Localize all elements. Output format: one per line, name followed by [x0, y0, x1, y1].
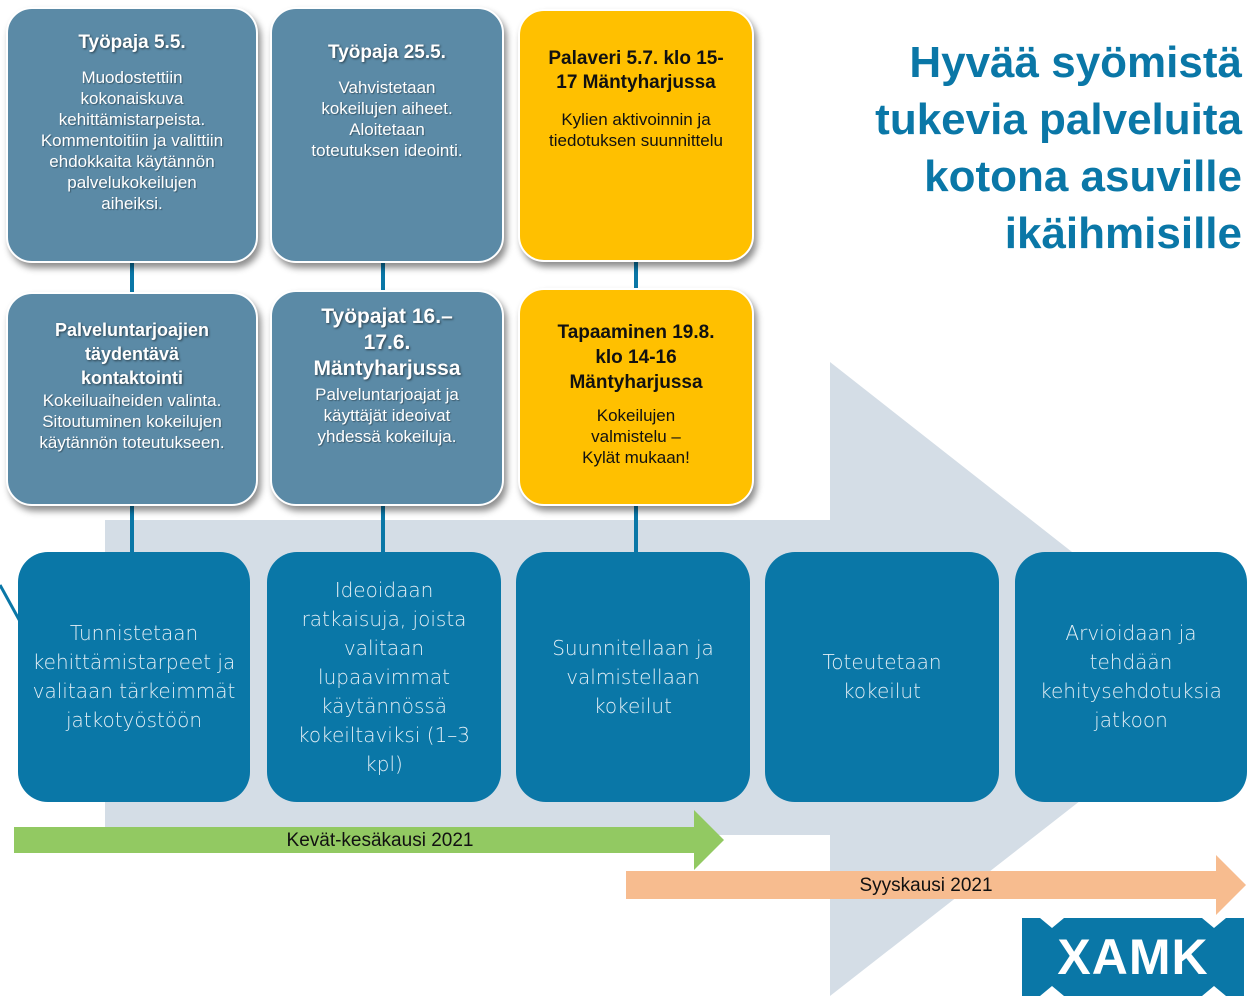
- phase-plan: Suunnitellaan ja valmistellaan kokeilut: [516, 552, 750, 802]
- card-body: Kokeiluaiheiden valinta. Sitoutuminen ko…: [39, 391, 225, 452]
- connector: [634, 262, 638, 292]
- connector: [381, 505, 385, 553]
- card-heading: Työpaja 25.5.: [328, 42, 446, 63]
- connector: [130, 505, 134, 553]
- phase-ideate: Ideoidaan ratkaisuja, joista valitaan lu…: [267, 552, 501, 802]
- card-heading: Palaveri 5.7. klo 15-17 Mäntyharjussa: [548, 48, 724, 93]
- connector: [634, 505, 638, 553]
- spring-summer-label: Kevät-kesäkausi 2021: [286, 830, 474, 851]
- card-body: Kylien aktivoinnin ja tiedotuksen suunni…: [549, 110, 723, 150]
- connector: [130, 262, 134, 296]
- card-body: Kokeilujen valmistelu – Kylät mukaan!: [582, 406, 690, 467]
- connector: [381, 262, 385, 296]
- provider-contact-card: Palveluntarjoajien täydentävä kontaktoin…: [6, 292, 258, 506]
- xamk-logo-text: XAMK: [1057, 929, 1209, 985]
- meeting-card-5-7: Palaveri 5.7. klo 15-17 Mäntyharjussa Ky…: [518, 9, 754, 262]
- phase-evaluate: Arvioidaan ja tehdään kehitysehdotuksia …: [1015, 552, 1247, 802]
- autumn-arrow: [626, 855, 1246, 915]
- meeting-card-19-8: Tapaaminen 19.8. klo 14-16 Mäntyharjussa…: [518, 288, 754, 506]
- card-body: Muodostettiin kokonaiskuva kehittämistar…: [40, 68, 224, 213]
- card-heading: Työpaja 5.5.: [78, 32, 186, 53]
- workshop-card-5-5: Työpaja 5.5. Muodostettiin kokonaiskuva …: [6, 7, 258, 263]
- page-title: Hyvää syömistä tukevia palveluita kotona…: [875, 38, 1242, 258]
- card-heading: Työpajat 16.–17.6. Mäntyharjussa: [313, 305, 461, 380]
- card-heading: Palveluntarjoajien täydentävä kontaktoin…: [54, 320, 210, 388]
- phase-execute: Toteutetaan kokeilut: [765, 552, 999, 802]
- workshops-card-16-17-6: Työpajat 16.–17.6. Mäntyharjussa Palvelu…: [270, 290, 504, 506]
- card-heading: Tapaaminen 19.8. klo 14-16 Mäntyharjussa: [557, 322, 715, 393]
- phase-identify: Tunnistetaan kehittämistarpeet ja valita…: [18, 552, 250, 802]
- spring-summer-arrow: [14, 810, 724, 870]
- workshop-card-25-5: Työpaja 25.5. Vahvistetaan kokeilujen ai…: [270, 7, 504, 263]
- card-body: Palveluntarjoajat ja käyttäjät ideoivat …: [315, 385, 459, 446]
- card-body: Vahvistetaan kokeilujen aiheet. Aloiteta…: [311, 78, 463, 160]
- autumn-label: Syyskausi 2021: [859, 875, 993, 896]
- xamk-logo: [1022, 918, 1244, 996]
